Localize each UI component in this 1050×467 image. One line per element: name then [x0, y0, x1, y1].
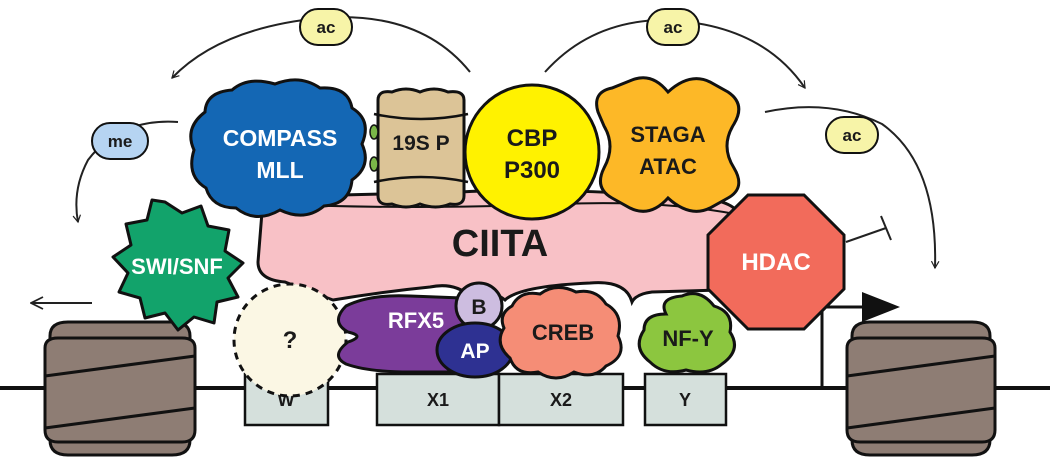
- svg-text:CBP: CBP: [507, 125, 558, 152]
- svg-text:?: ?: [283, 327, 298, 354]
- svg-text:STAGA: STAGA: [630, 122, 705, 147]
- svg-text:CIITA: CIITA: [452, 223, 548, 265]
- box-y: Y: [643, 372, 728, 427]
- staga-atac-complex: STAGA ATAC: [595, 76, 741, 213]
- svg-text:MLL: MLL: [256, 157, 303, 183]
- cbp-p300: CBP P300: [463, 83, 601, 221]
- swi-snf-complex: SWI/SNF: [111, 198, 245, 332]
- box-x1: X1: [375, 372, 501, 427]
- unknown-factor: ?: [232, 282, 348, 398]
- hdac-inhibition-icon: [845, 215, 892, 243]
- svg-text:P300: P300: [504, 157, 560, 184]
- svg-text:CREB: CREB: [532, 320, 594, 345]
- svg-text:Y: Y: [679, 390, 691, 410]
- svg-text:19S P: 19S P: [392, 132, 449, 155]
- creb: CREB: [498, 286, 623, 380]
- 19s-proteasome: 19S P: [369, 87, 469, 209]
- svg-text:RFX5: RFX5: [388, 308, 444, 333]
- acetylation-arrow-far-right: [764, 106, 940, 270]
- svg-text:me: me: [108, 132, 133, 151]
- svg-text:COMPASS: COMPASS: [223, 125, 338, 151]
- me-bubble: me: [91, 122, 149, 160]
- svg-text:NF-Y: NF-Y: [662, 326, 714, 351]
- svg-text:HDAC: HDAC: [741, 249, 810, 276]
- ac-bubble-right: ac: [646, 8, 700, 46]
- methylation-arrow: [72, 120, 179, 224]
- svg-text:ac: ac: [664, 18, 683, 37]
- svg-text:AP: AP: [460, 340, 489, 363]
- ciita: CIITA: [256, 188, 742, 307]
- nf-y: NF-Y: [637, 292, 736, 374]
- hdac: HDAC: [706, 193, 846, 331]
- nucleosome-left: [43, 320, 197, 457]
- compass-mll-complex: COMPASS MLL: [189, 78, 367, 218]
- svg-text:ac: ac: [843, 126, 862, 145]
- box-x2: X2: [497, 372, 625, 427]
- ac-bubble-far-right: ac: [825, 116, 879, 154]
- nucleosome-right: [845, 320, 997, 457]
- svg-text:B: B: [471, 296, 486, 319]
- svg-text:SWI/SNF: SWI/SNF: [131, 254, 223, 279]
- svg-text:ac: ac: [317, 18, 336, 37]
- svg-text:ATAC: ATAC: [639, 154, 697, 179]
- transcription-start-arrowhead-icon: [862, 292, 900, 322]
- svg-text:X1: X1: [427, 390, 449, 410]
- svg-text:X2: X2: [550, 390, 572, 410]
- ac-bubble-left: ac: [299, 8, 353, 46]
